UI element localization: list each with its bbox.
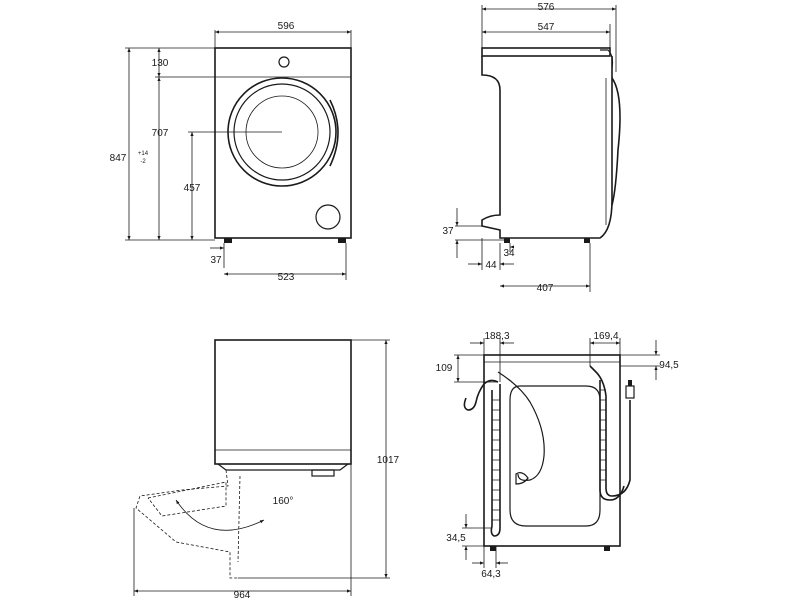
door-open-height-label: 1017 <box>377 455 400 466</box>
side-foot-rear <box>504 238 510 243</box>
rear-foot-right <box>604 546 610 551</box>
side-door-profile <box>611 77 621 206</box>
open-door-outline-inner <box>237 475 241 563</box>
drain-hose <box>463 379 499 411</box>
side-view: 576 547 37 34 44 407 <box>442 2 621 294</box>
rear-left-hose-offset-label: 188,3 <box>484 331 509 342</box>
inlet-connector-cap <box>628 380 632 386</box>
inlet-hose-ridges <box>600 389 606 481</box>
filter-cover <box>315 204 341 230</box>
drain-hose-vertical <box>490 384 501 537</box>
rear-bottom-offset-label: 64,3 <box>481 569 501 580</box>
rear-view: 188,3 169,4 109 94,5 34,5 64,3 <box>436 331 680 580</box>
program-knob <box>278 56 290 68</box>
door-open-depth-label: 964 <box>234 590 251 600</box>
power-plug <box>515 472 529 485</box>
top-body <box>214 339 352 465</box>
power-cord <box>497 371 545 481</box>
front-height-value: 847 <box>110 153 127 164</box>
open-door-outline-2 <box>147 481 227 517</box>
rear-foot-left <box>490 546 496 551</box>
rear-panel <box>509 385 601 527</box>
front-width-label: 596 <box>278 21 295 32</box>
door-open-view: 160° 1017 964 <box>133 339 400 600</box>
open-door-outline <box>135 469 238 579</box>
open-angle-arc <box>175 499 265 531</box>
front-door-bottom-label: 457 <box>184 183 201 194</box>
side-foot-front <box>584 238 590 243</box>
rear-right-hose-offset-label: 169,4 <box>593 331 618 342</box>
front-foot-offset-label: 37 <box>210 255 222 266</box>
front-height-label: 847 <box>110 153 127 164</box>
side-top-panel <box>481 47 611 57</box>
rear-right-hose-top-label: 94,5 <box>659 360 679 371</box>
rear-body <box>483 354 621 547</box>
front-body <box>214 47 352 239</box>
rear-left-hose-top-label: 109 <box>436 363 453 374</box>
front-door-center-label: 707 <box>152 128 169 139</box>
side-front-foot-offset-label: 44 <box>485 260 497 271</box>
front-foot-left <box>224 238 232 243</box>
side-foot-span-label: 407 <box>537 283 554 294</box>
top-front-base <box>217 463 349 471</box>
front-view: 596 847 +14 -2 130 707 457 37 523 <box>110 21 352 283</box>
front-foot-right <box>338 238 346 243</box>
side-body-depth-label: 547 <box>538 22 555 33</box>
drain-hose-ridges <box>492 399 500 521</box>
front-height-tol-plus: +14 <box>138 151 149 157</box>
rear-bottom-height-label: 34,5 <box>446 533 466 544</box>
front-top-offset-label: 130 <box>152 58 169 69</box>
inlet-hose-inner <box>599 380 625 501</box>
front-height-tol-minus: -2 <box>140 159 146 165</box>
side-foot-height-label: 37 <box>442 226 454 237</box>
inlet-hose <box>589 365 631 497</box>
side-control-bump <box>600 49 614 69</box>
open-angle-label: 160° <box>273 496 294 507</box>
front-foot-span-label: 523 <box>278 272 295 283</box>
door-handle <box>329 99 339 167</box>
top-hinge <box>311 469 335 477</box>
inlet-connector <box>625 385 635 399</box>
side-overall-depth-label: 576 <box>538 2 555 13</box>
side-body <box>481 56 613 239</box>
side-foot-inset-label: 34 <box>503 248 515 259</box>
